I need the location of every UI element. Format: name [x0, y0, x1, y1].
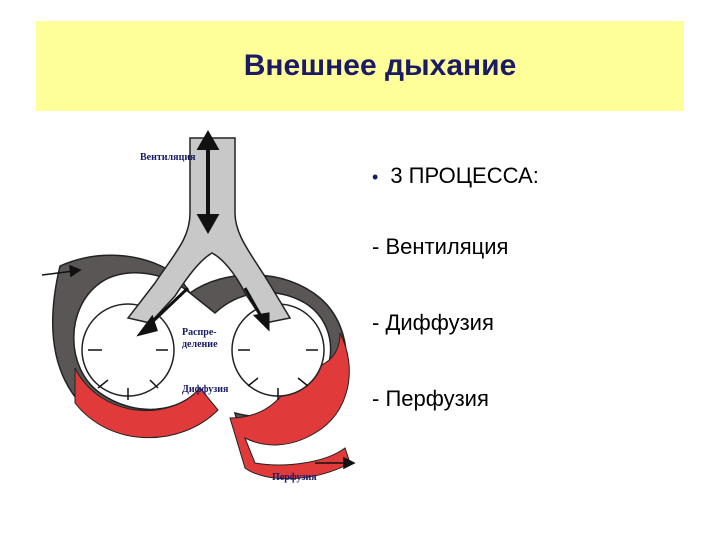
flow-arrows [41, 264, 356, 470]
title-band: Внешнее дыхание [36, 21, 684, 111]
distribution-arrows [136, 286, 270, 337]
bullet-processes: • 3 ПРОЦЕССА: [372, 163, 539, 189]
respiration-diagram: Вентиляция Распре- деление Диффузия Перф… [41, 129, 356, 483]
label-distribution-1: Распре- [182, 327, 217, 338]
label-ventilation: Вентиляция [140, 152, 196, 163]
label-perfusion: Перфузия [272, 472, 317, 483]
diffusion-arrows [88, 349, 318, 400]
bullet-text: 3 ПРОЦЕССА: [390, 163, 539, 188]
list-item-diffusion: - Диффузия [372, 310, 494, 335]
ventilation-arrow [196, 129, 220, 235]
label-distribution-2: деление [182, 339, 218, 350]
slide-title: Внешнее дыхание [243, 49, 517, 82]
list-item-ventilation: - Вентиляция [372, 234, 509, 259]
left-arterial-segment [74, 367, 219, 439]
label-diffusion: Диффузия [182, 384, 229, 395]
list-item-perfusion: - Перфузия [372, 386, 489, 411]
bullet-marker: • [372, 167, 379, 187]
